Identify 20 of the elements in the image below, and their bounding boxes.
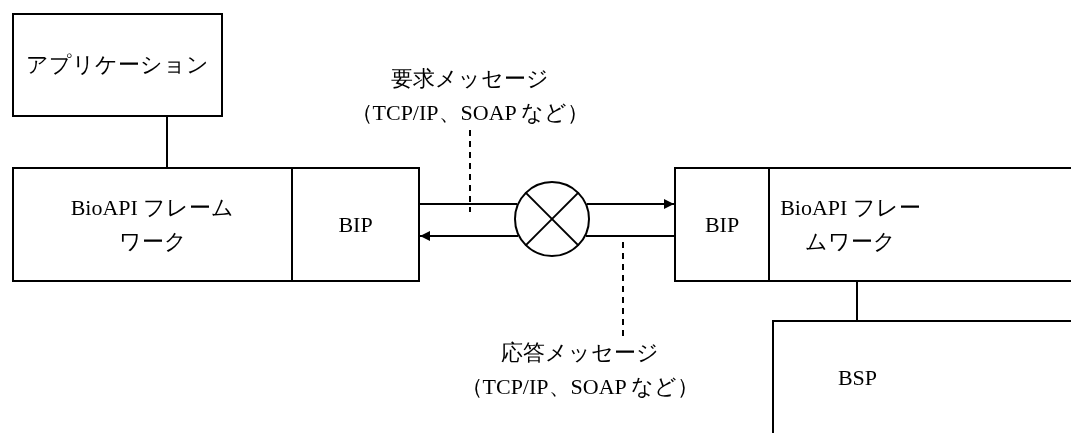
box-label: アプリケーション: [26, 51, 209, 79]
arrow: [585, 199, 675, 209]
box-label: BSP: [837, 363, 878, 392]
box-label: BioAPI フレームワーク: [779, 193, 922, 256]
message-label: 要求メッセージ: [391, 65, 549, 93]
leader-line: [469, 129, 471, 213]
framework-box: [770, 167, 1071, 282]
box-label: BIP: [704, 210, 740, 239]
bsp-box: [772, 320, 1071, 433]
box-label: BIP: [338, 210, 373, 239]
framework-box: [12, 167, 293, 282]
crossed-circle: [514, 181, 590, 257]
arrow: [419, 231, 519, 241]
application-box: [12, 13, 223, 117]
message-label: （TCP/IP、SOAP など）: [350, 99, 590, 127]
box-label: BioAPI フレームワーク: [69, 193, 236, 256]
message-label: 応答メッセージ: [501, 339, 659, 367]
message-label: （TCP/IP、SOAP など）: [460, 373, 700, 401]
bip-box: [674, 167, 770, 282]
bip-box: [293, 167, 420, 282]
